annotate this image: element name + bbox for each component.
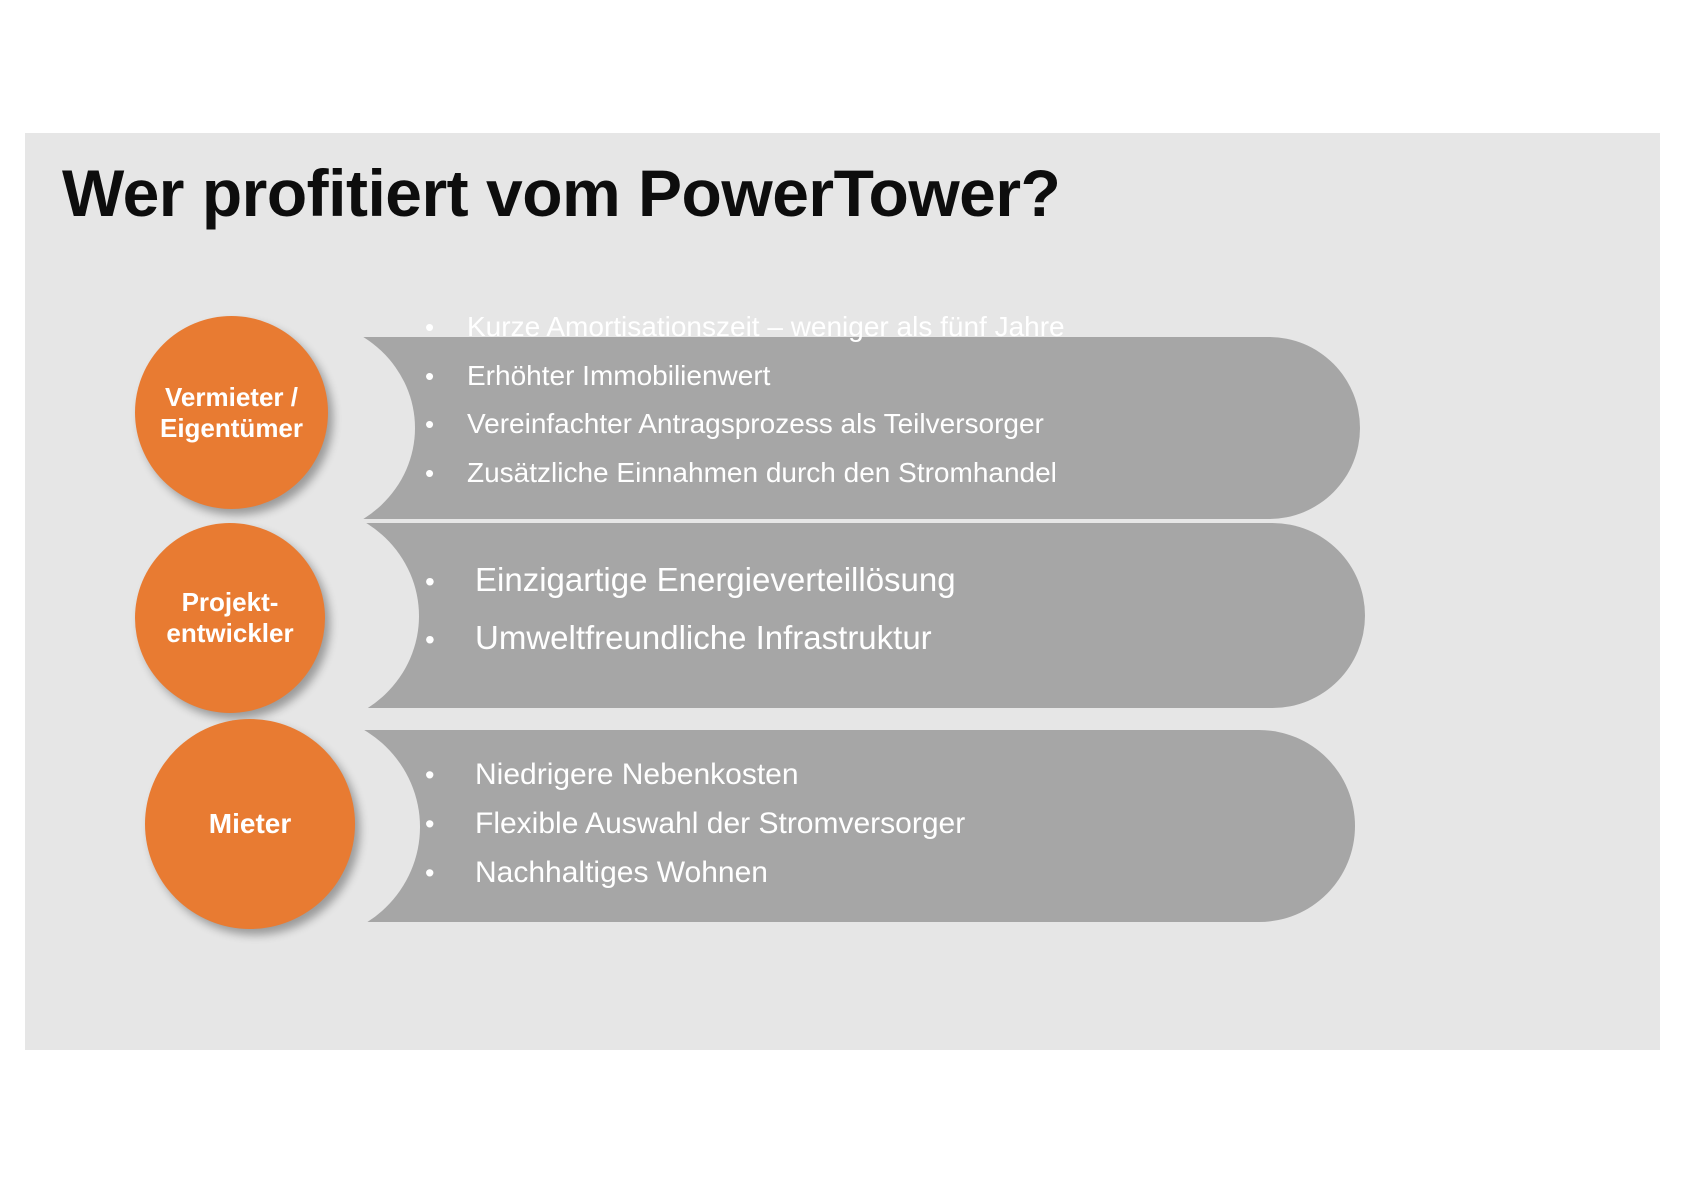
role-label-line2: entwickler bbox=[166, 618, 294, 648]
list-item: • Nachhaltiges Wohnen bbox=[425, 856, 965, 905]
list-item: • Vereinfachter Antragsprozess als Teilv… bbox=[425, 408, 1065, 457]
benefit-bullet-list: • Kurze Amortisationszeit – weniger als … bbox=[425, 311, 1065, 505]
page-title: Wer profitiert vom PowerTower? bbox=[62, 156, 1061, 230]
role-circle-mieter[interactable]: Mieter bbox=[145, 719, 355, 929]
role-circle-vermieter[interactable]: Vermieter / Eigentümer bbox=[135, 316, 328, 509]
list-item-label: Erhöhter Immobilienwert bbox=[467, 359, 771, 391]
role-label-line1: Projekt- bbox=[181, 587, 279, 618]
bullet-marker-icon: • bbox=[425, 858, 435, 888]
list-item: • Erhöhter Immobilienwert bbox=[425, 360, 1065, 409]
bullet-marker-icon: • bbox=[425, 624, 435, 655]
list-item-label: Nachhaltiges Wohnen bbox=[475, 856, 768, 889]
bullet-marker-icon: • bbox=[425, 360, 435, 391]
benefit-bullet-list: • Niedrigere Nebenkosten • Flexible Ausw… bbox=[425, 758, 965, 905]
bullet-marker-icon: • bbox=[425, 409, 435, 439]
list-item-label: Zusätzliche Einnahmen durch den Stromhan… bbox=[467, 456, 1057, 488]
bullet-marker-icon: • bbox=[425, 809, 435, 839]
bullet-marker-icon: • bbox=[425, 457, 435, 488]
role-circle-projektentwickler[interactable]: Projekt- entwickler bbox=[135, 523, 325, 713]
benefit-bullet-list: • Einzigartige Energieverteillösung • Um… bbox=[425, 561, 956, 677]
list-item: • Umweltfreundliche Infrastruktur bbox=[425, 619, 956, 677]
role-label-line2: Eigentümer bbox=[159, 412, 304, 443]
list-item-label: Einzigartige Energieverteillösung bbox=[475, 561, 956, 598]
list-item-label: Vereinfachter Antragsprozess als Teilver… bbox=[467, 408, 1044, 439]
list-item: • Zusätzliche Einnahmen durch den Stromh… bbox=[425, 457, 1065, 506]
list-item-label: Flexible Auswahl der Stromversorger bbox=[475, 807, 966, 840]
list-item: • Einzigartige Energieverteillösung bbox=[425, 561, 956, 619]
list-item: • Kurze Amortisationszeit – weniger als … bbox=[425, 311, 1065, 360]
list-item-label: Niedrigere Nebenkosten bbox=[475, 758, 799, 791]
list-item: • Niedrigere Nebenkosten bbox=[425, 758, 965, 807]
role-label-line1: Vermieter / bbox=[165, 381, 298, 412]
list-item: • Flexible Auswahl der Stromversorger bbox=[425, 807, 965, 856]
role-label-line1: Mieter bbox=[208, 808, 292, 840]
bullet-marker-icon: • bbox=[425, 312, 435, 342]
list-item-label: Kurze Amortisationszeit – weniger als fü… bbox=[467, 311, 1065, 342]
slide-canvas: Wer profitiert vom PowerTower? Vermieter… bbox=[25, 133, 1660, 1050]
bullet-marker-icon: • bbox=[425, 566, 435, 597]
benefit-bar bbox=[240, 730, 1355, 922]
benefit-bar bbox=[240, 337, 1360, 519]
list-item-label: Umweltfreundliche Infrastruktur bbox=[475, 619, 932, 656]
benefit-bar bbox=[240, 523, 1365, 708]
bullet-marker-icon: • bbox=[425, 760, 435, 790]
